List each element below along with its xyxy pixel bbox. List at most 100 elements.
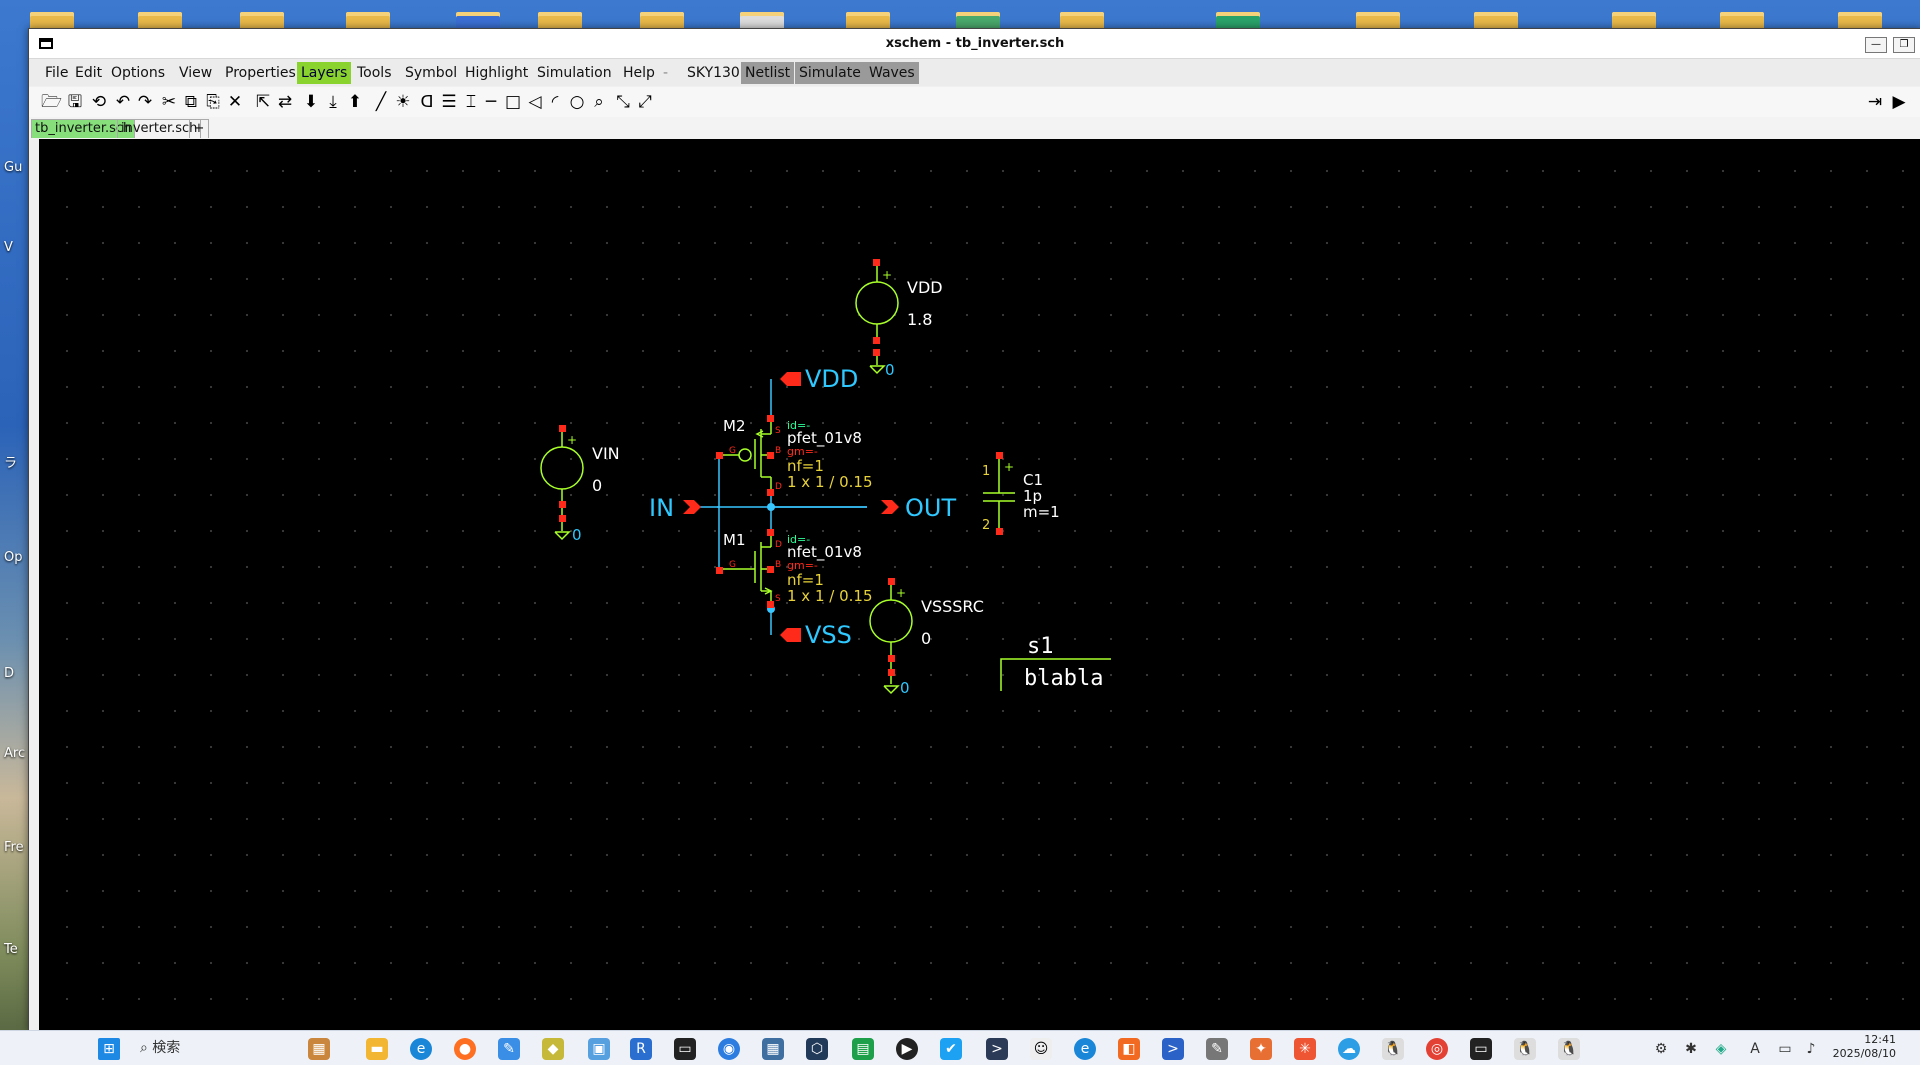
minimize-button[interactable]: — xyxy=(1865,37,1887,53)
text-icon[interactable]: ☰ xyxy=(441,92,457,112)
tab-bar: tb_inverter.sch inverter.sch + xyxy=(29,117,1920,139)
vss-pin[interactable] xyxy=(780,628,801,642)
m1-id: id=- xyxy=(787,533,810,546)
push-sym-icon[interactable]: ⤓ xyxy=(329,92,337,112)
start-icon[interactable]: ⊞ xyxy=(98,1038,120,1060)
copy-icon[interactable]: ⧉ xyxy=(184,92,198,112)
app-icon[interactable]: ▤ xyxy=(852,1038,874,1060)
app-icon[interactable]: ⬡ xyxy=(806,1038,828,1060)
move-icon[interactable]: ⇱ xyxy=(255,92,271,112)
app-icon[interactable]: ✦ xyxy=(1250,1038,1272,1060)
vin-source[interactable] xyxy=(540,429,584,541)
push-down-icon[interactable]: ⬇ xyxy=(303,92,319,112)
net-label-icon[interactable]: ⌶ xyxy=(465,92,477,112)
m2-name: M2 xyxy=(723,417,746,435)
linux-icon[interactable]: 🐧 xyxy=(1558,1038,1580,1060)
app-icon[interactable]: ▣ xyxy=(588,1038,610,1060)
menu-highlight[interactable]: Highlight xyxy=(465,65,529,81)
menu-help[interactable]: Help xyxy=(623,65,655,81)
app-icon[interactable]: ✎ xyxy=(1206,1038,1228,1060)
label-box[interactable] xyxy=(1000,658,1111,691)
reload-icon[interactable]: ⟲ xyxy=(91,92,107,112)
tab-inverter[interactable]: inverter.sch xyxy=(117,119,202,138)
app-icon[interactable]: R xyxy=(630,1038,652,1060)
menu-sky130[interactable]: SKY130 xyxy=(687,65,740,81)
circle-icon[interactable]: ○ xyxy=(569,92,585,112)
save-icon[interactable]: 🖫 xyxy=(67,92,83,112)
pop-up-icon[interactable]: ⬆ xyxy=(347,92,363,112)
app-icon[interactable]: ◧ xyxy=(1118,1038,1140,1060)
network-icon[interactable]: ▭ xyxy=(1778,1041,1792,1057)
tray-icon[interactable]: ⚙ xyxy=(1654,1041,1668,1057)
clock[interactable]: 12:41 2025/08/10 xyxy=(1833,1033,1896,1061)
maximize-button[interactable]: ❐ xyxy=(1893,37,1915,53)
terminal-icon[interactable]: ▭ xyxy=(1470,1038,1492,1060)
exit-icon[interactable]: ⇥ xyxy=(1867,92,1883,112)
app-icon[interactable]: 🐧 xyxy=(1382,1038,1404,1060)
app-icon[interactable]: > xyxy=(1162,1038,1184,1060)
powershell-icon[interactable]: > xyxy=(986,1038,1008,1060)
menu-options[interactable]: Options xyxy=(111,65,166,81)
app-icon[interactable]: ✳ xyxy=(1294,1038,1316,1060)
app-icon[interactable]: ✎ xyxy=(498,1038,520,1060)
widgets-icon[interactable]: ▦ xyxy=(308,1038,330,1060)
menu-waves[interactable]: Waves xyxy=(865,62,919,84)
undo-icon[interactable]: ↶ xyxy=(115,92,131,112)
line-icon[interactable]: ─ xyxy=(485,92,497,112)
file-explorer-icon[interactable]: ▬ xyxy=(366,1038,388,1060)
taskbar-search[interactable]: ⌕ 検索 xyxy=(140,1036,300,1060)
menu-tools[interactable]: Tools xyxy=(357,65,392,81)
tray-icon[interactable]: ✱ xyxy=(1685,1041,1697,1057)
new-tab-button[interactable]: + xyxy=(189,119,209,138)
zoom-fit-icon[interactable]: ⤡ xyxy=(616,92,630,112)
tray-icon[interactable]: ◈ xyxy=(1715,1041,1727,1057)
tab-tb-inverter[interactable]: tb_inverter.sch xyxy=(31,119,136,138)
arc-icon[interactable]: ◜ xyxy=(551,92,559,112)
open-icon[interactable]: 🗁 xyxy=(41,92,63,112)
zoom-icon[interactable]: ⌕ xyxy=(594,92,604,112)
rect-icon[interactable]: □ xyxy=(504,92,522,112)
app-icon[interactable]: ◆ xyxy=(542,1038,564,1060)
app-icon[interactable]: ☁ xyxy=(1338,1038,1360,1060)
zoom-full-icon[interactable]: ⤢ xyxy=(638,92,652,112)
edge-icon[interactable]: e xyxy=(1074,1038,1096,1060)
menu-edit[interactable]: Edit xyxy=(75,65,103,81)
run-icon[interactable]: ▶ xyxy=(1892,92,1906,112)
menu-simulate[interactable]: Simulate xyxy=(795,62,865,84)
title-bar[interactable]: xschem - tb_inverter.sch — ❐ xyxy=(29,29,1920,59)
app-icon[interactable]: ◉ xyxy=(718,1038,740,1060)
ime-icon[interactable]: A xyxy=(1750,1041,1760,1057)
menu-file[interactable]: File xyxy=(45,65,69,81)
calculator-icon[interactable]: ▦ xyxy=(762,1038,784,1060)
edge-icon[interactable]: e xyxy=(410,1038,432,1060)
vsssrc-source[interactable] xyxy=(869,583,913,695)
redo-icon[interactable]: ↷ xyxy=(137,92,153,112)
wire-icon[interactable]: ╱ xyxy=(375,92,387,112)
c1-capacitor-symbol[interactable] xyxy=(983,459,1015,532)
app-icon[interactable]: ✔ xyxy=(940,1038,962,1060)
vdd-pin[interactable] xyxy=(780,372,801,386)
volume-icon[interactable]: ♪ xyxy=(1806,1041,1816,1057)
delete-icon[interactable]: ✕ xyxy=(227,92,243,112)
chrome-icon[interactable]: ◎ xyxy=(1426,1038,1448,1060)
paste-icon[interactable]: ⎘ xyxy=(206,92,220,112)
out-pin[interactable] xyxy=(881,500,899,514)
cut-icon[interactable]: ✂ xyxy=(161,92,177,112)
menu-simulation[interactable]: Simulation xyxy=(537,65,612,81)
snap-icon[interactable]: ☀ xyxy=(395,92,411,112)
symbol-icon[interactable]: ᗡ xyxy=(420,92,434,112)
polygon-icon[interactable]: ◁ xyxy=(528,92,542,112)
menu-layers[interactable]: Layers xyxy=(297,62,352,84)
media-icon[interactable]: ▶ xyxy=(896,1038,918,1060)
firefox-icon[interactable]: ● xyxy=(454,1038,476,1060)
in-pin[interactable] xyxy=(683,500,701,514)
terminal-icon[interactable]: ▭ xyxy=(674,1038,696,1060)
schematic-canvas[interactable]: VDD 1.8 + 0 VIN 0 + 0 VSSSRC 0 + 0 VDD V… xyxy=(39,139,1920,1031)
menu-properties[interactable]: Properties xyxy=(225,65,296,81)
linux-icon[interactable]: 🐧 xyxy=(1514,1038,1536,1060)
app-icon[interactable]: ☺ xyxy=(1030,1038,1052,1060)
flip-icon[interactable]: ⇄ xyxy=(277,92,293,112)
menu-view[interactable]: View xyxy=(179,65,213,81)
menu-netlist[interactable]: Netlist xyxy=(741,62,795,84)
menu-symbol[interactable]: Symbol xyxy=(405,65,458,81)
